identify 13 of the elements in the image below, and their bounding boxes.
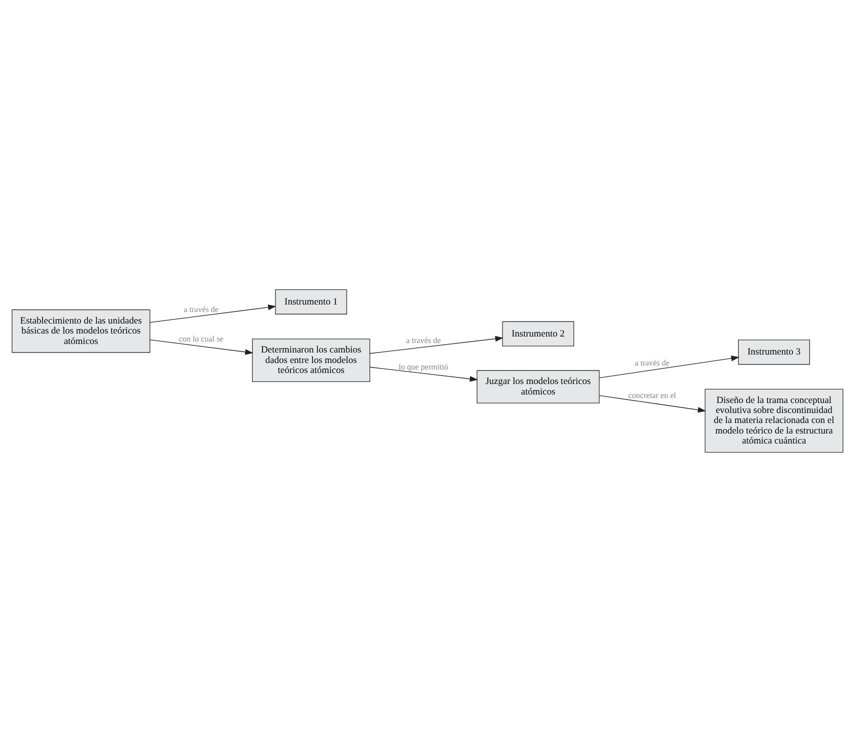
node-box: Instrumento 3 [738, 340, 810, 365]
node-box: Determinaron los cambios dados entre los modelos teóricos atómicos [252, 338, 370, 382]
node-box: Diseño de la trama conceptual evolutiva sobre discontinuidad de la materia relacionada con el modelo teórico de la estructura atómica cuántica [704, 388, 844, 453]
arrow [370, 336, 504, 354]
node-box: Establecimiento de las unidades básicas de los modelos teóricos atómicos [12, 309, 150, 353]
node-box: Instrumento 1 [275, 289, 348, 314]
arrow [150, 304, 276, 323]
arrow [599, 356, 740, 378]
node-box: Juzgar los modelos teóricos atómicos [476, 370, 600, 404]
node-box: Instrumento 2 [502, 321, 574, 346]
arrow [370, 366, 478, 382]
arrow [599, 395, 706, 413]
arrow [150, 340, 254, 355]
